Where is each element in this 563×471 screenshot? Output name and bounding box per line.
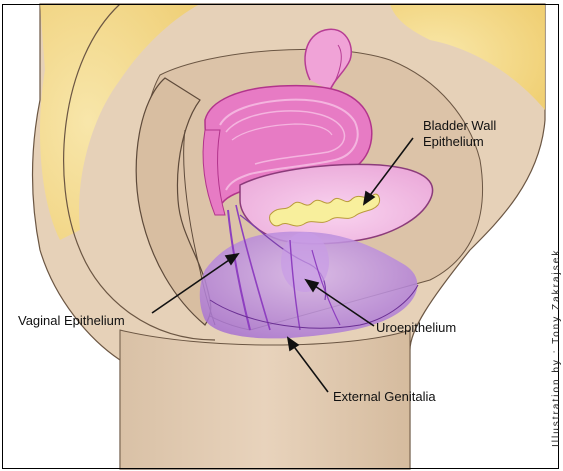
label-bladder-wall-line1: Bladder Wall xyxy=(423,118,496,134)
label-bladder-wall-epithelium: Bladder Wall Epithelium xyxy=(423,118,496,150)
label-uroepithelium: Uroepithelium xyxy=(376,320,456,336)
illustration-credit: Illustration by : Tony Zakrajsek xyxy=(551,249,562,447)
label-bladder-wall-line2: Epithelium xyxy=(423,134,496,150)
label-vaginal-epithelium: Vaginal Epithelium xyxy=(18,313,125,329)
label-external-genitalia: External Genitalia xyxy=(333,389,436,405)
